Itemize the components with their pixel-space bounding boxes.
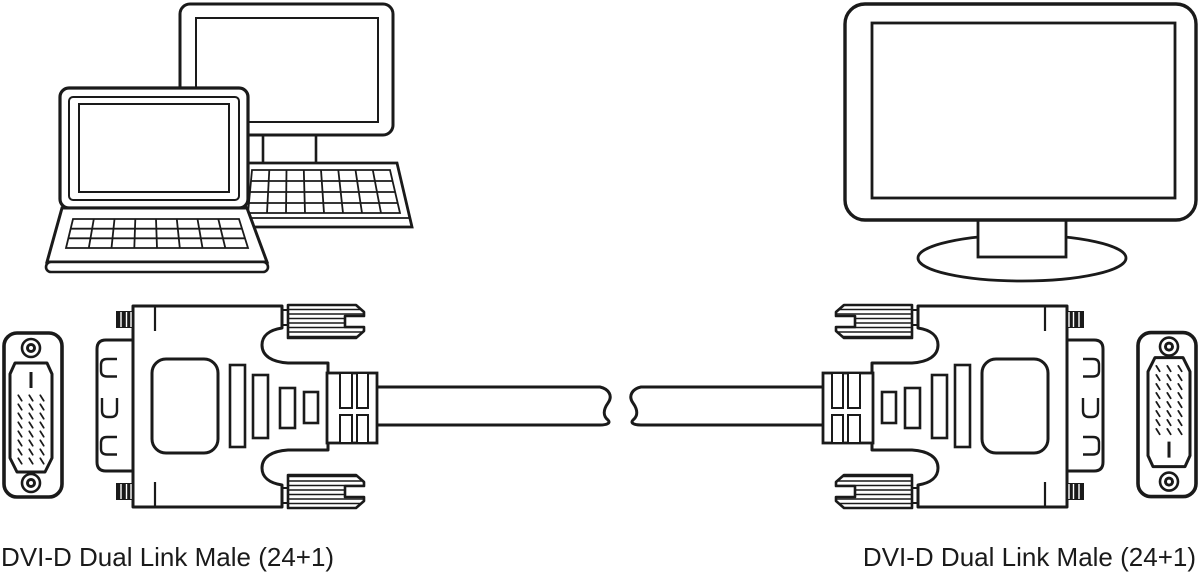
dvi-connector-side-left [97, 305, 377, 508]
dvi-cable [375, 385, 825, 427]
right-connector-label: DVI-D Dual Link Male (24+1) [863, 542, 1196, 572]
front-laptop-keyboard [64, 218, 250, 249]
cable-left-segment [375, 385, 612, 427]
dvi-connector-face-left [2, 331, 64, 499]
front-laptop [44, 86, 270, 274]
monitor-illustration [843, 2, 1198, 283]
laptops-illustration [44, 2, 414, 274]
dvi-connector-side-right [823, 305, 1103, 508]
left-connector-label: DVI-D Dual Link Male (24+1) [1, 542, 334, 572]
cable-right-segment [629, 385, 825, 427]
back-laptop-keyboard [247, 169, 402, 214]
dvi-connector-face-right [1136, 330, 1198, 499]
